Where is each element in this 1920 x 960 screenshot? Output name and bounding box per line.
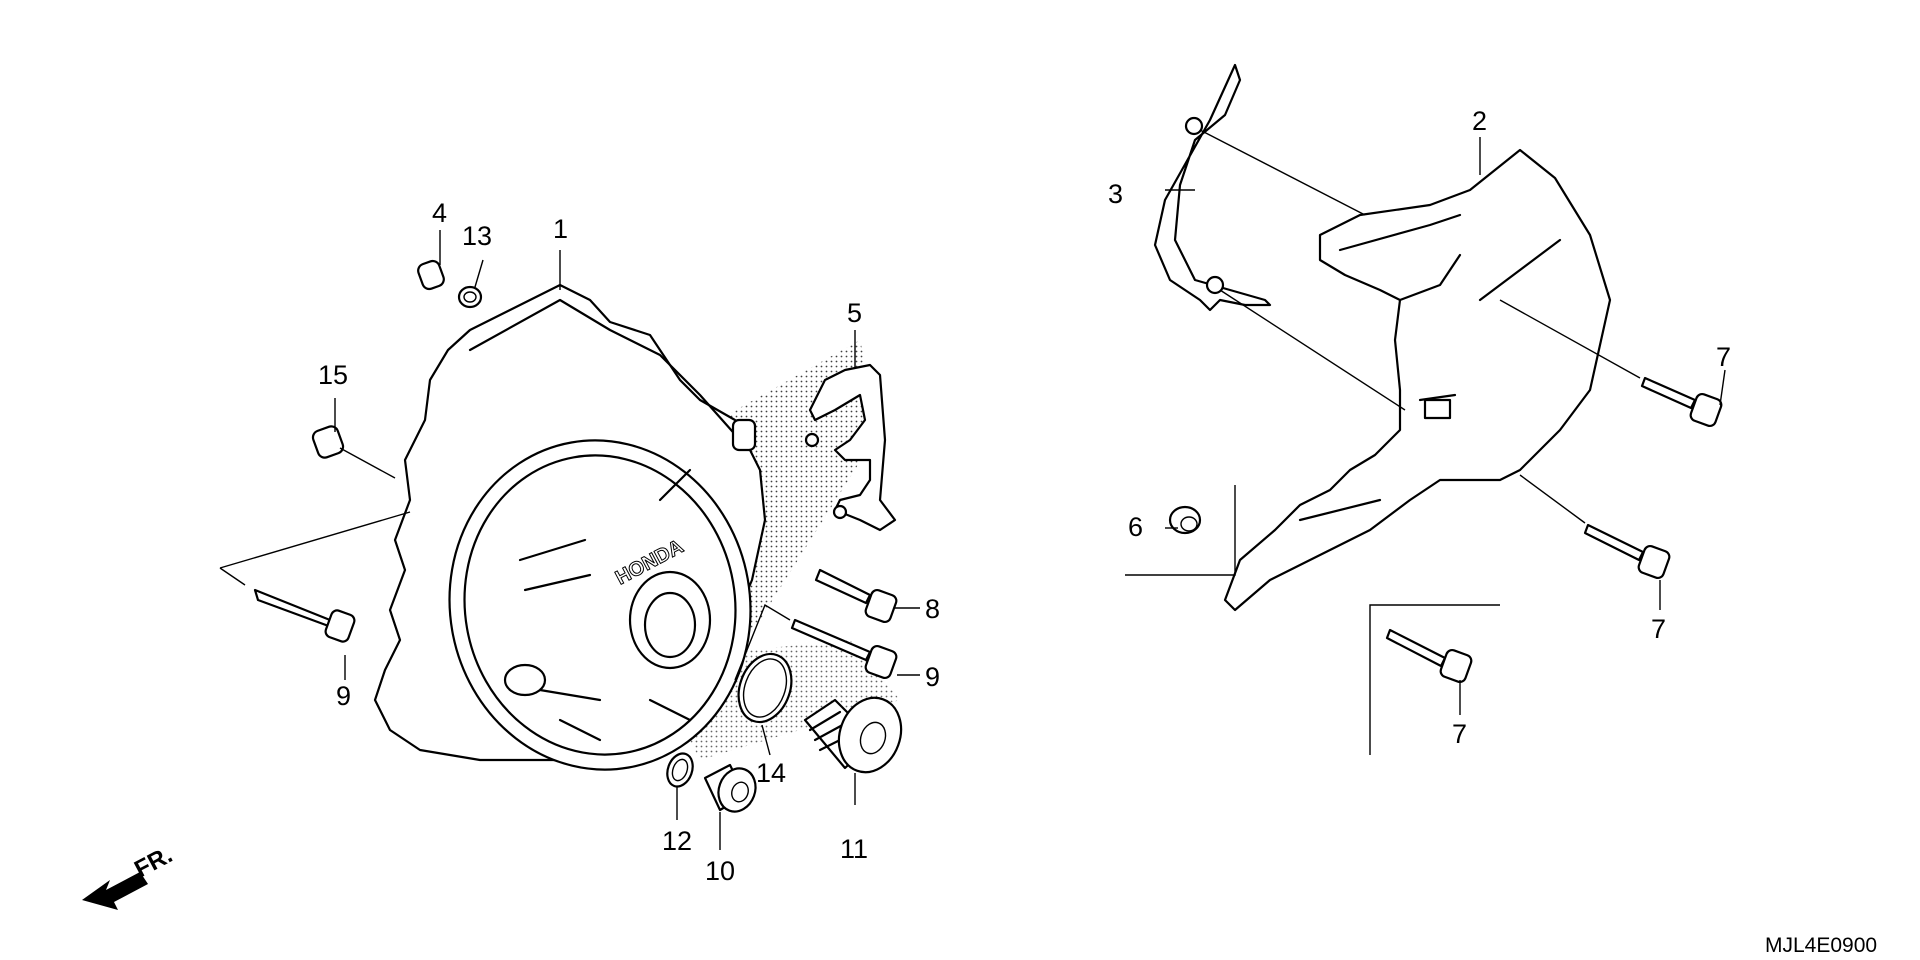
- timing-hole-cap[interactable]: [703, 763, 761, 817]
- dowel-pin[interactable]: [416, 259, 446, 291]
- callout-12: 12: [662, 826, 692, 856]
- diagram-code: MJL4E0900: [1765, 934, 1877, 957]
- callout-9-left: 9: [336, 681, 351, 711]
- wiring-bracket[interactable]: [804, 363, 897, 532]
- front-direction-arrow: FR.: [82, 841, 177, 910]
- o-ring-small[interactable]: [457, 285, 483, 309]
- o-ring-large[interactable]: [730, 647, 801, 730]
- bolt-9-right[interactable]: [790, 618, 898, 680]
- bolt-7-middle[interactable]: [1583, 523, 1671, 580]
- callout-1: 1: [553, 214, 568, 244]
- sprocket-cover[interactable]: [1223, 148, 1612, 612]
- callout-3: 3: [1108, 179, 1123, 209]
- bolt-7-bottom[interactable]: [1385, 628, 1473, 684]
- callout-7-top: 7: [1716, 342, 1731, 372]
- callout-labels: 1 2 3 4 5 6 7 7 7 8 9 9 10 11 12 13 14 1…: [318, 106, 1731, 886]
- bolt-8[interactable]: [814, 568, 898, 624]
- gasket-plate[interactable]: [1153, 63, 1272, 312]
- callout-10: 10: [705, 856, 735, 886]
- callout-4: 4: [432, 198, 447, 228]
- callout-6: 6: [1128, 512, 1143, 542]
- callout-14: 14: [756, 758, 786, 788]
- sealing-washer[interactable]: [663, 750, 697, 790]
- callout-15: 15: [318, 360, 348, 390]
- callout-8: 8: [925, 594, 940, 624]
- bolt-9-left[interactable]: [253, 588, 356, 643]
- callout-7-bottom: 7: [1452, 719, 1467, 749]
- callout-13: 13: [462, 221, 492, 251]
- callout-2: 2: [1472, 106, 1487, 136]
- callout-11: 11: [840, 834, 868, 864]
- dowel-pin-large[interactable]: [311, 424, 345, 459]
- crankshaft-hole-cap[interactable]: [803, 689, 911, 781]
- callout-5: 5: [847, 298, 862, 328]
- callout-9-right: 9: [925, 662, 940, 692]
- crankcase-cover[interactable]: [373, 283, 776, 794]
- callout-7-middle: 7: [1651, 614, 1666, 644]
- collar-nut[interactable]: [1168, 505, 1202, 535]
- leader-lines: [219, 129, 1726, 850]
- bolt-7-top[interactable]: [1640, 376, 1723, 428]
